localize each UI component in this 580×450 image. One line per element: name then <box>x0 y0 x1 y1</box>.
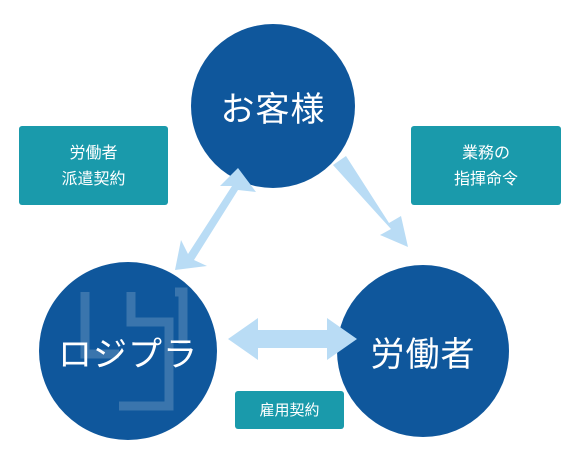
logipla-node: ロジプラ <box>39 262 217 440</box>
employment-contract-label: 雇用契約 <box>259 401 320 419</box>
dispatch-contract-box: 労働者 派遣契約 <box>19 126 168 205</box>
dispatch-contract-line-2: 派遣契約 <box>61 168 126 188</box>
logo-watermark-icon <box>80 287 188 411</box>
employment-double-arrow <box>228 318 357 360</box>
command-instruction-line-1: 業務の <box>461 142 510 162</box>
logipla-label: ロジプラ <box>58 334 198 375</box>
dispatch-double-arrow <box>175 168 256 270</box>
employment-contract-box: 雇用契約 <box>235 391 344 429</box>
worker-node: 労働者 <box>337 265 509 437</box>
command-arrow <box>333 156 408 247</box>
worker-label: 労働者 <box>370 334 476 375</box>
command-instruction-line-2: 指揮命令 <box>453 168 518 188</box>
customer-node: お客様 <box>191 24 355 188</box>
dispatch-contract-line-1: 労働者 <box>69 142 118 162</box>
command-instruction-box: 業務の 指揮命令 <box>411 126 561 205</box>
customer-label: お客様 <box>220 89 326 130</box>
